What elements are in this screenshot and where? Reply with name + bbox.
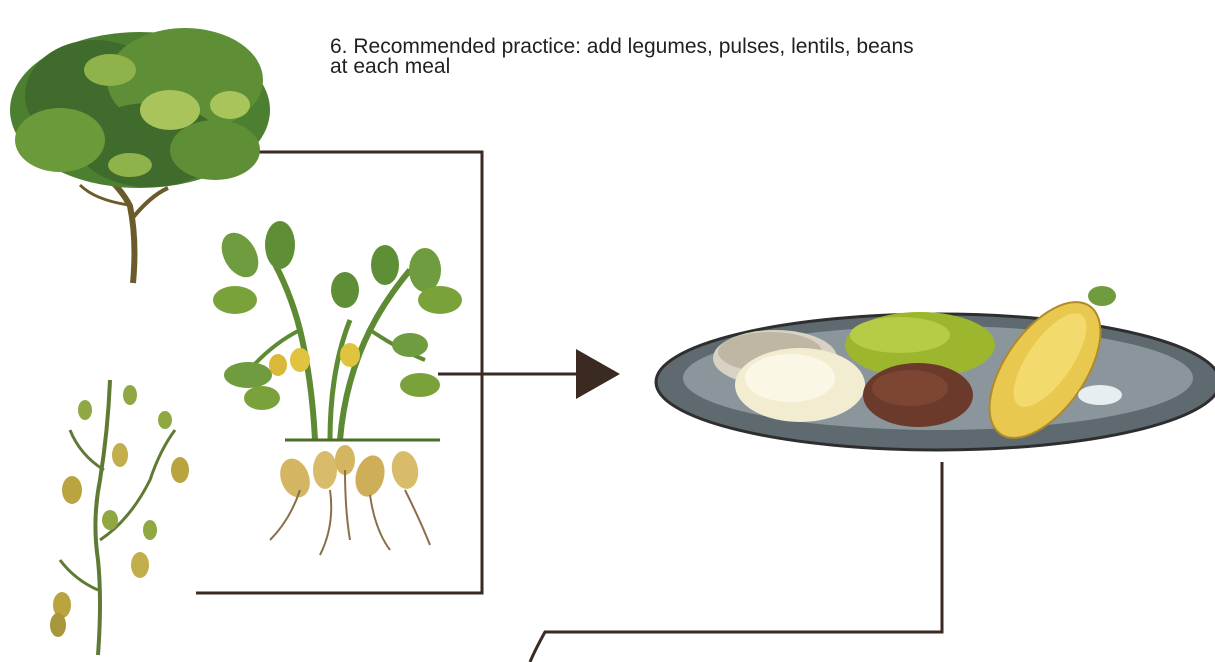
meal-plate-illustration: [656, 283, 1215, 457]
chickpea-plant-illustration: [50, 380, 189, 655]
plate-down-line: [530, 462, 942, 662]
peanut-plant-illustration: [213, 221, 462, 555]
arrow-head: [576, 349, 620, 399]
